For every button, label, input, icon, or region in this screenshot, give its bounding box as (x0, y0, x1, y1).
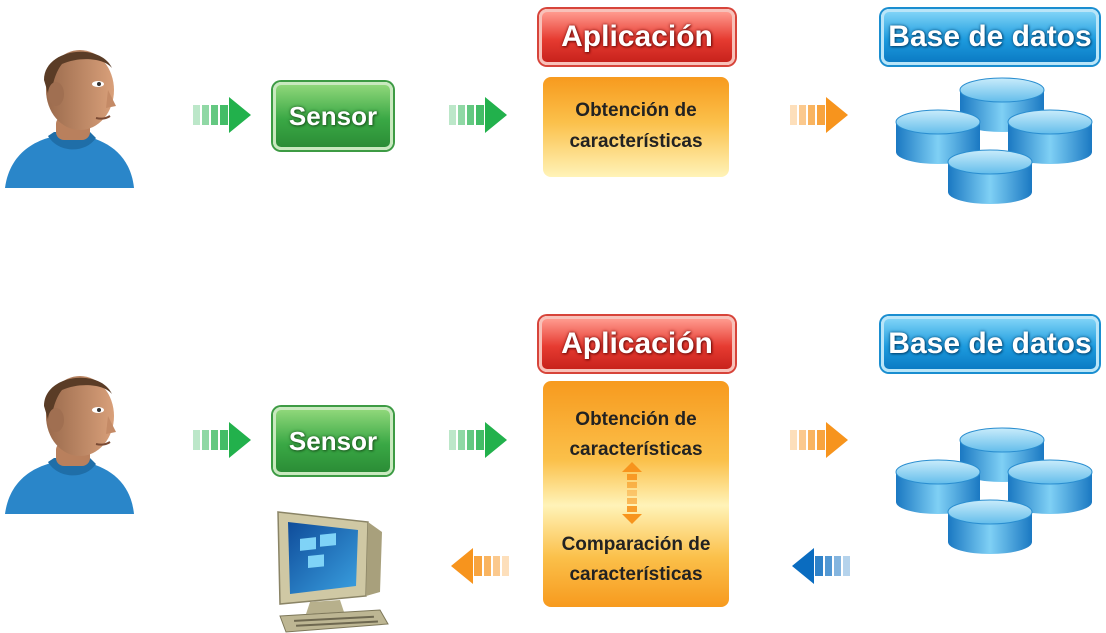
database-box: Base de datos (881, 9, 1099, 65)
application-label: Aplicación (561, 20, 713, 53)
arrow-left-icon (451, 548, 509, 584)
person-face-icon (0, 353, 141, 515)
arrow-left-icon (792, 548, 850, 584)
computer-icon (277, 511, 389, 633)
database-icon (896, 428, 1096, 568)
feature-extraction-box (543, 77, 729, 177)
person-face-icon (0, 27, 141, 189)
feature-extraction-line2: características (569, 439, 703, 460)
arrow-right-icon (790, 422, 848, 458)
feature-extraction-line1: Obtención de (575, 409, 697, 430)
arrow-right-icon (790, 97, 848, 133)
sensor-label: Sensor (288, 425, 378, 456)
arrow-right-icon (193, 97, 251, 133)
feature-extraction-line2: características (569, 131, 703, 152)
database-icon (896, 78, 1096, 218)
arrow-right-icon (449, 422, 507, 458)
application-steps-box (543, 381, 729, 607)
arrow-right-icon (193, 422, 251, 458)
comparison-line1: Comparación de (561, 534, 711, 555)
sensor-box: Sensor (273, 82, 393, 150)
application-label: Aplicación (561, 327, 713, 360)
arrow-right-icon (449, 97, 507, 133)
comparison-line2: características (569, 564, 703, 585)
database-label: Base de datos (888, 327, 1092, 360)
application-box: Aplicación (539, 9, 735, 65)
database-box: Base de datos (881, 316, 1099, 372)
double-arrow-icon (622, 462, 642, 524)
database-label: Base de datos (888, 20, 1092, 53)
feature-extraction-line1: Obtención de (575, 100, 697, 121)
application-box: Aplicación (539, 316, 735, 372)
sensor-box: Sensor (273, 407, 393, 475)
sensor-label: Sensor (288, 100, 378, 131)
